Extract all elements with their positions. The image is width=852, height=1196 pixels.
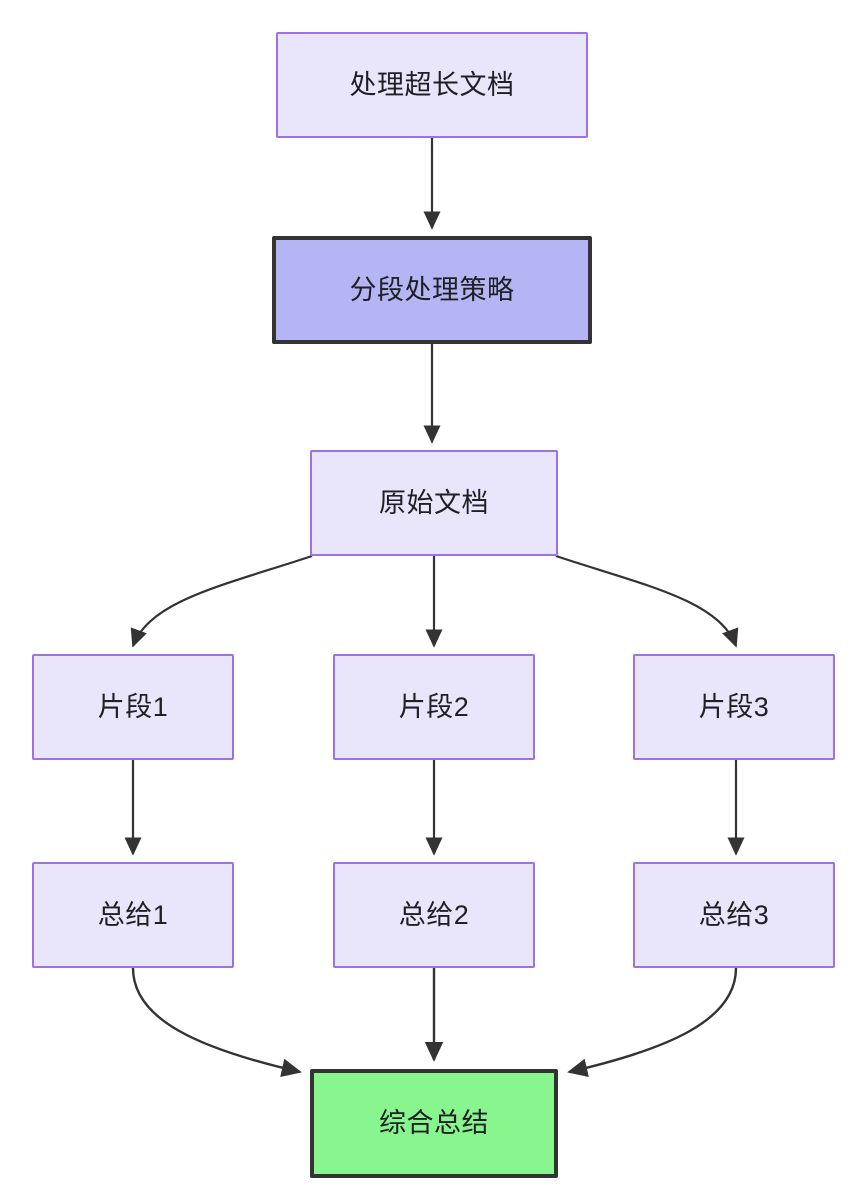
node-label: 综合总结 [379,1108,489,1139]
edge-n7-n10 [131,967,302,1078]
edge-n9-n10 [567,967,738,1078]
edge-n3-n4 [130,554,313,648]
node-label: 片段1 [97,691,169,722]
node-label: 片段3 [698,691,770,722]
node-fragment-3[interactable]: 片段3 [633,654,835,760]
node-summary-3[interactable]: 总给3 [633,862,835,968]
node-original-document[interactable]: 原始文档 [310,450,558,556]
node-label: 总给1 [97,899,169,930]
node-comprehensive-summary[interactable]: 综合总结 [310,1069,558,1178]
node-fragment-1[interactable]: 片段1 [32,654,234,760]
edge-n3-n6 [555,554,739,648]
node-label: 原始文档 [379,487,489,518]
node-fragment-2[interactable]: 片段2 [333,654,535,760]
node-label: 总给2 [398,899,470,930]
node-label: 总给3 [698,899,770,930]
node-summary-2[interactable]: 总给2 [333,862,535,968]
node-summary-1[interactable]: 总给1 [32,862,234,968]
node-label: 处理超长文档 [349,69,515,100]
node-label: 分段处理策略 [349,274,515,305]
node-label: 片段2 [398,691,470,722]
node-process-long-document[interactable]: 处理超长文档 [276,32,588,138]
node-chunking-strategy[interactable]: 分段处理策略 [272,236,592,344]
